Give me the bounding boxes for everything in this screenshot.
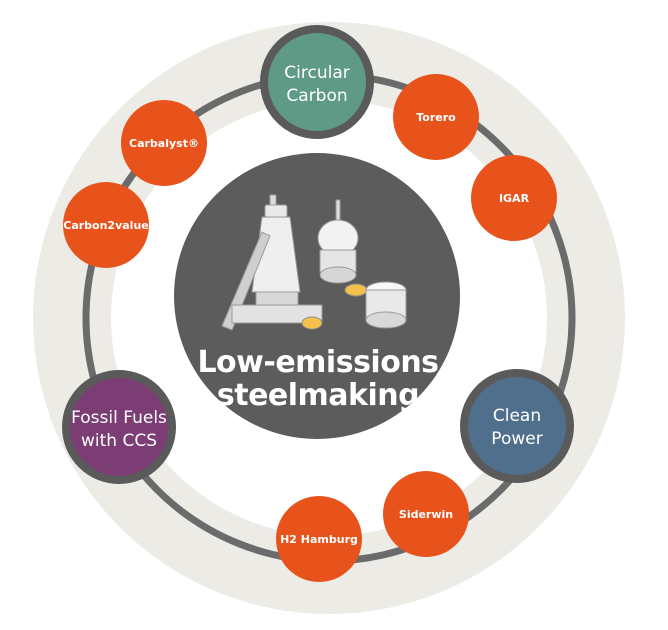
project-node-h2-hamburg[interactable]: H2 Hamburg <box>276 496 362 582</box>
pathway-label-circular-carbon-line2: Carbon <box>286 86 347 106</box>
project-node-carbon2value[interactable]: Carbon2value <box>63 182 149 268</box>
pathway-node-fossil-fuels-ccs[interactable]: Fossil Fuels with CCS <box>62 370 176 484</box>
center-title-line1: Low-emissions <box>197 345 438 380</box>
center-title-line2: steelmaking <box>217 378 419 413</box>
pathway-label-clean-power-line2: Power <box>491 429 542 449</box>
pathway-label-fossil-fuels-line2: with CCS <box>81 431 157 451</box>
project-label-h2-hamburg: H2 Hamburg <box>280 533 358 546</box>
project-label-torero: Torero <box>416 111 456 124</box>
project-label-carbalyst: Carbalyst® <box>129 137 199 150</box>
pathway-label-clean-power-line1: Clean <box>493 406 541 426</box>
project-label-siderwin: Siderwin <box>399 508 453 521</box>
project-label-igar: IGAR <box>499 192 530 205</box>
project-label-carbon2value: Carbon2value <box>63 219 149 232</box>
pathway-label-circular-carbon-line1: Circular <box>284 63 349 83</box>
center-disk <box>174 153 460 439</box>
project-node-siderwin[interactable]: Siderwin <box>383 471 469 557</box>
steel-plant-illustration <box>221 194 407 331</box>
project-node-igar[interactable]: IGAR <box>471 155 557 241</box>
project-node-torero[interactable]: Torero <box>393 74 479 160</box>
project-node-carbalyst[interactable]: Carbalyst® <box>121 100 207 186</box>
pathway-node-clean-power[interactable]: Clean Power <box>460 369 574 483</box>
pathway-label-fossil-fuels-line1: Fossil Fuels <box>71 408 167 428</box>
pathway-node-circular-carbon[interactable]: Circular Carbon <box>260 25 374 139</box>
